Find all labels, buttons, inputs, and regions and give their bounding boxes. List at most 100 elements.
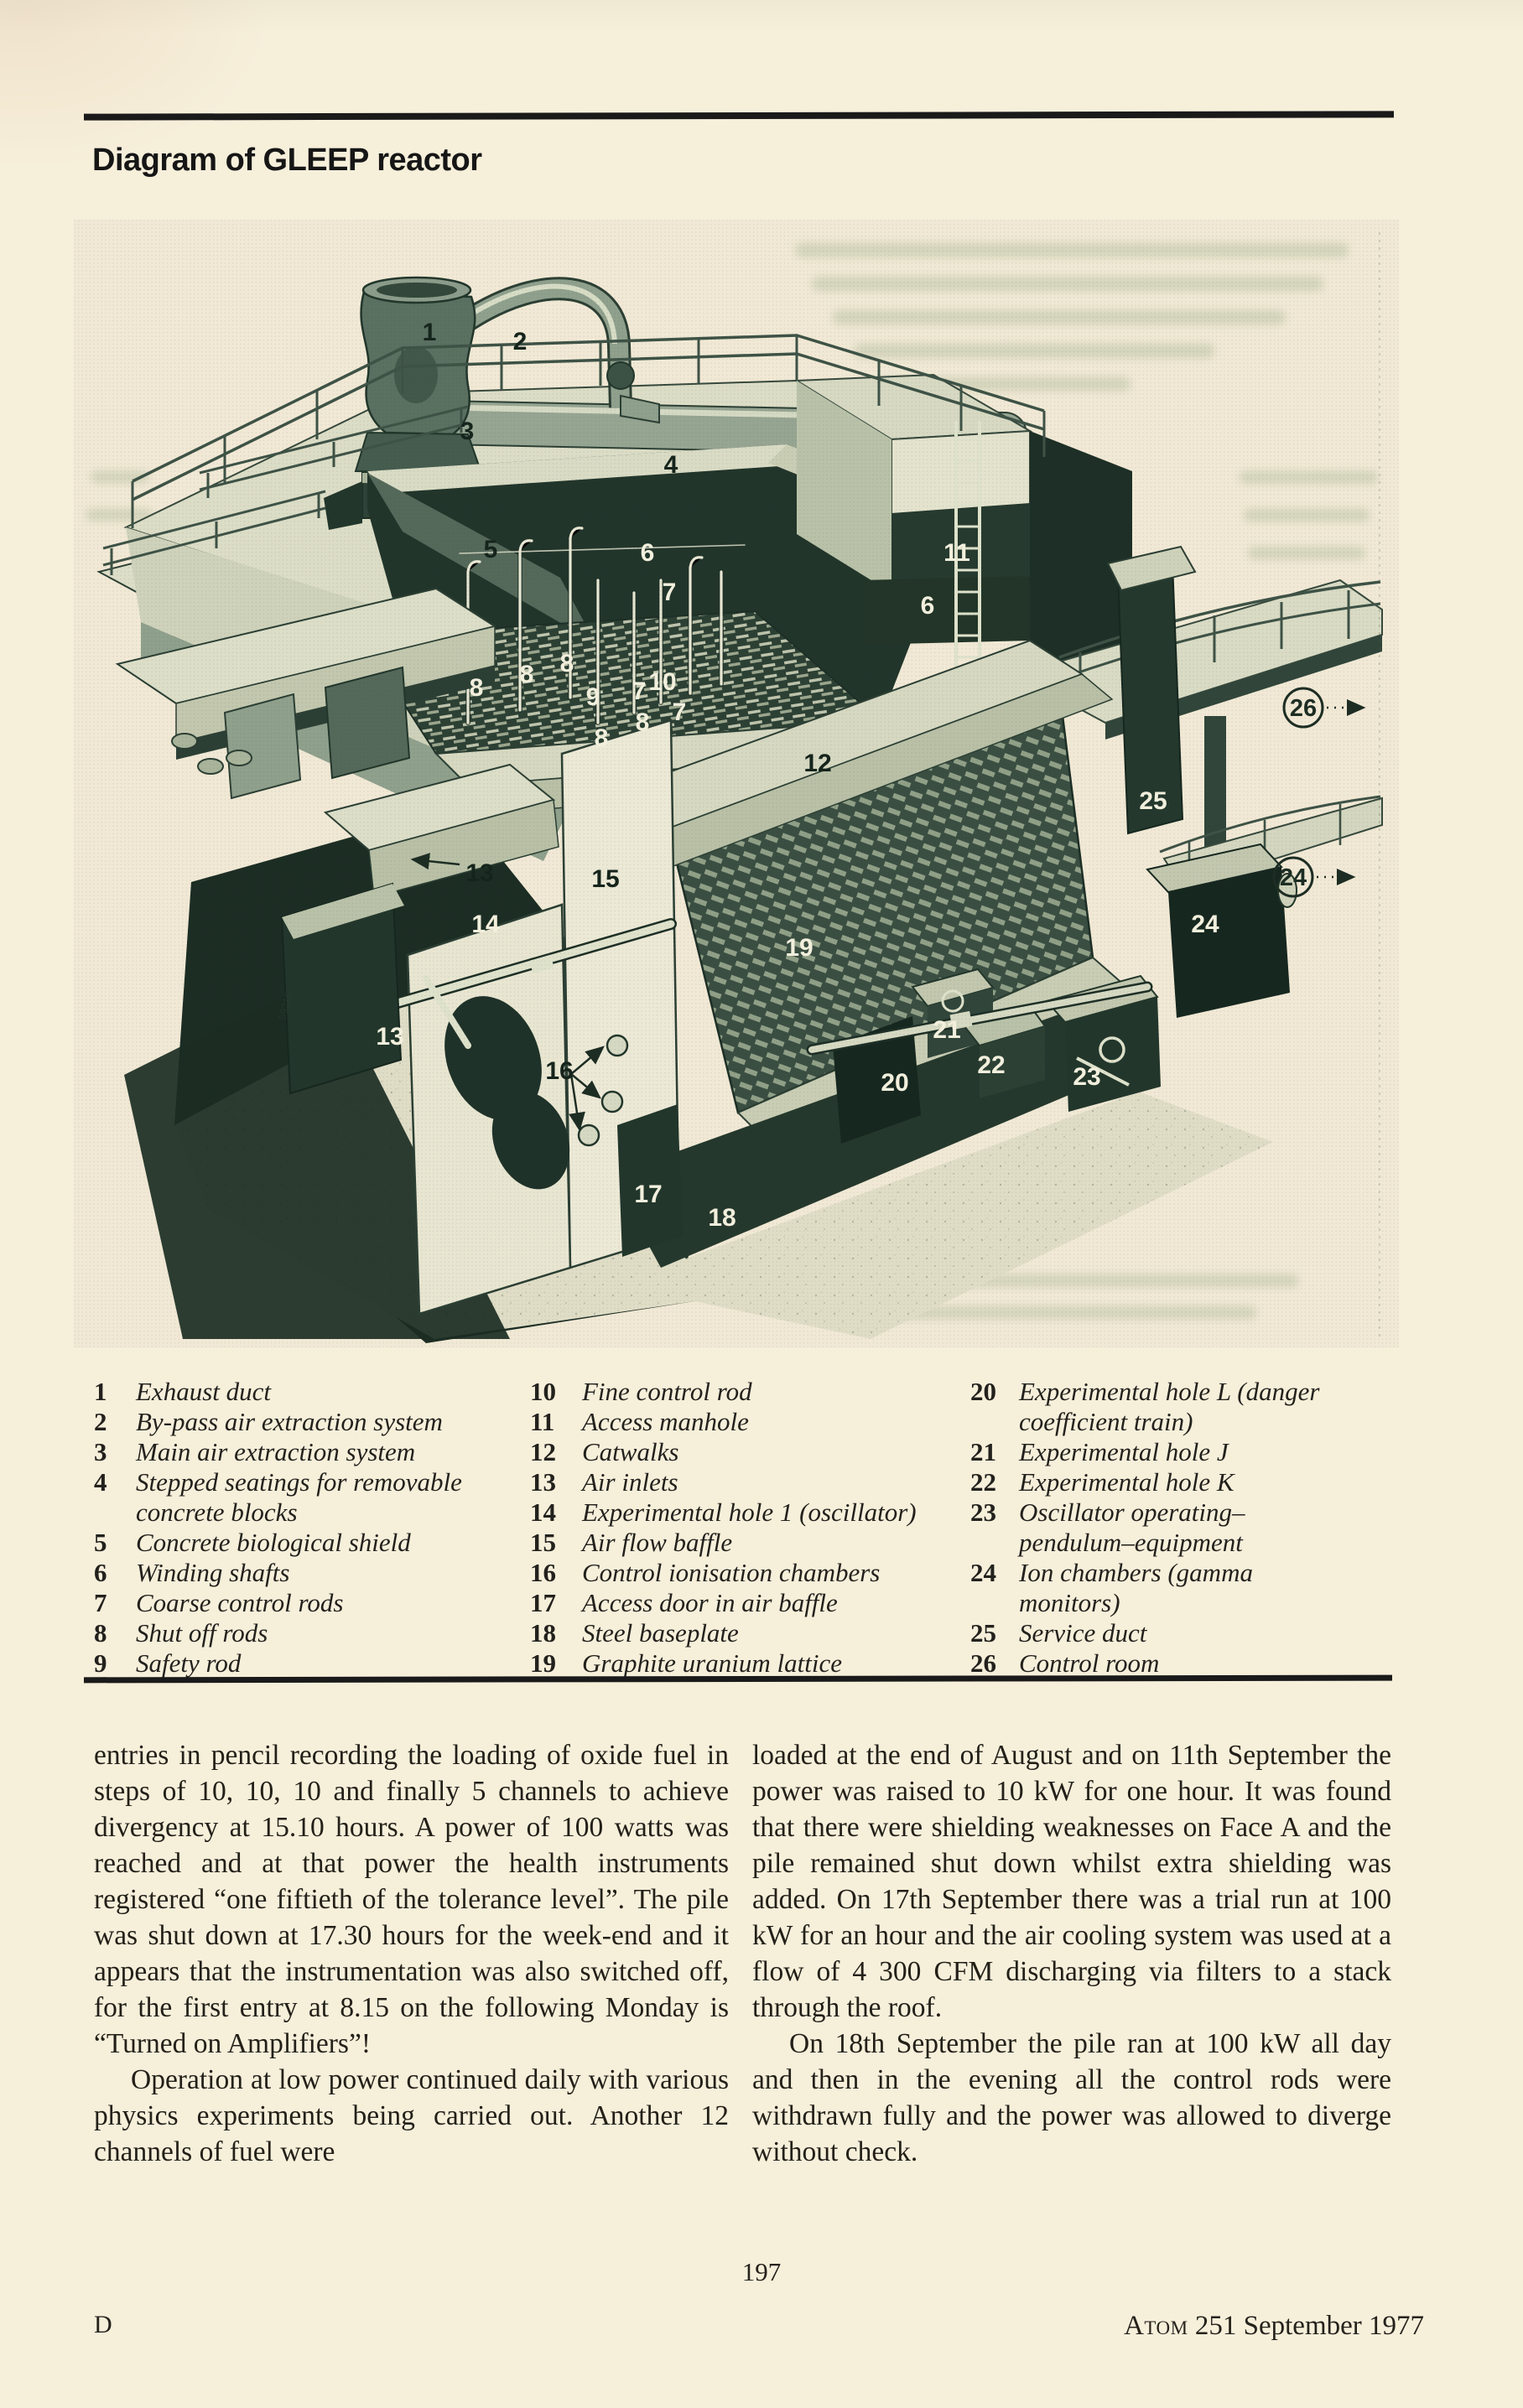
svg-text:24: 24	[1191, 911, 1219, 938]
legend-item-label: Experimental hole 1 (oscillator)	[582, 1497, 917, 1527]
legend-item-number: 15	[530, 1528, 556, 1557]
svg-text:18: 18	[708, 1204, 736, 1232]
callout-7: 7	[632, 677, 647, 705]
reactor-illustration: 59215 1234567888971088711612131415131617…	[74, 220, 1399, 1347]
callout-18: 18	[708, 1204, 736, 1232]
callout-16: 16	[545, 1046, 605, 1132]
legend-item-number: 11	[530, 1407, 555, 1436]
svg-text:26: 26	[1290, 695, 1317, 722]
legend-item-number: 20	[970, 1377, 996, 1406]
callout-10: 10	[648, 668, 676, 696]
legend-item-number: 26	[970, 1648, 996, 1678]
legend-item-number: 21	[970, 1437, 996, 1466]
callout-4: 4	[664, 451, 678, 479]
callout-8: 8	[560, 650, 574, 677]
svg-text:2: 2	[513, 328, 528, 355]
legend-item-7: 7 Coarse control rods	[94, 1588, 517, 1618]
paragraph-continuation: loaded at the end of August and on 11th …	[752, 1740, 1391, 2023]
legend-item-label: Exhaust duct	[136, 1377, 271, 1406]
svg-text:5: 5	[484, 536, 498, 563]
paragraph-continuation: entries in pencil recording the loading …	[94, 1740, 729, 2059]
legend-item-number: 8	[94, 1618, 107, 1648]
callout-23: 23	[1073, 1063, 1100, 1091]
legend-item-label: Fine control rod	[582, 1377, 752, 1406]
callout-2: 2	[513, 328, 528, 355]
legend-item-label: Stepped seatings for removable concrete …	[136, 1467, 462, 1527]
journal-issue: 251 September 1977	[1188, 2311, 1424, 2341]
svg-text:8: 8	[520, 661, 534, 688]
svg-text:24: 24	[1280, 864, 1307, 891]
callout-12: 12	[803, 750, 831, 777]
callout-9: 9	[586, 683, 600, 711]
callout-15: 15	[591, 865, 619, 893]
legend-item-number: 4	[94, 1467, 107, 1497]
legend-item-label: Experimental hole K	[1019, 1467, 1235, 1497]
legend-item-number: 10	[530, 1377, 556, 1406]
legend-item-number: 19	[530, 1648, 556, 1678]
legend-item-16: 16 Control ionisation chambers	[530, 1558, 987, 1588]
legend-item-label: Access door in air baffle	[582, 1588, 838, 1617]
svg-text:17: 17	[634, 1181, 662, 1208]
journal-footline: Atom 251 September 1977	[1124, 2311, 1424, 2342]
svg-text:1: 1	[423, 319, 437, 346]
callout-21: 21	[933, 1016, 960, 1044]
legend-item-10: 10 Fine control rod	[530, 1377, 987, 1407]
legend-item-number: 5	[94, 1528, 107, 1557]
svg-text:8: 8	[636, 708, 650, 736]
callout-3: 3	[460, 418, 475, 445]
legend-item-label: Air flow baffle	[582, 1528, 733, 1557]
svg-text:15: 15	[591, 865, 619, 893]
legend-item-14: 14 Experimental hole 1 (oscillator)	[530, 1497, 987, 1528]
legend-item-number: 18	[530, 1618, 556, 1648]
paragraph: On 18th September the pile ran at 100 kW…	[752, 2028, 1391, 2167]
legend-item-label: Air inlets	[582, 1467, 678, 1497]
callout-5: 5	[484, 536, 498, 563]
svg-text:21: 21	[933, 1016, 960, 1044]
legend-item-label: Oscillator operating– pendulum–equipment	[1019, 1497, 1245, 1557]
legend-item-number: 16	[530, 1558, 556, 1587]
printer-signature: D	[94, 2311, 112, 2338]
callout-13: 13	[376, 1023, 403, 1051]
callout-22: 22	[977, 1051, 1005, 1079]
page-number: 197	[741, 2257, 782, 2286]
callout-7: 7	[663, 579, 677, 606]
legend-item-number: 12	[530, 1437, 556, 1466]
legend-item-number: 6	[94, 1558, 107, 1587]
svg-text:16: 16	[545, 1057, 573, 1085]
svg-text:7: 7	[673, 698, 687, 726]
journal-name: Atom	[1124, 2311, 1188, 2341]
legend-item-label: Experimental hole J	[1019, 1437, 1229, 1466]
halftone-overlay	[74, 220, 1399, 1347]
legend-item-label: Safety rod	[136, 1648, 242, 1678]
paragraph: Operation at low power continued daily w…	[94, 2064, 729, 2167]
callout-1: 1	[423, 319, 437, 346]
legend-item-label: Ion chambers (gamma monitors)	[1019, 1558, 1253, 1617]
legend-item-number: 14	[530, 1497, 556, 1527]
legend-item-number: 7	[94, 1588, 107, 1617]
callout-11: 11	[943, 539, 970, 567]
legend-item-label: Control ionisation chambers	[582, 1558, 881, 1587]
svg-text:11: 11	[943, 539, 970, 567]
page-title: Diagram of GLEEP reactor	[92, 143, 482, 178]
svg-text:4: 4	[664, 451, 678, 479]
callout-14: 14	[471, 911, 500, 938]
legend-item-number: 3	[94, 1437, 107, 1466]
callout-20: 20	[881, 1069, 908, 1097]
svg-text:8: 8	[560, 650, 574, 677]
callout-24: 24	[1191, 911, 1219, 938]
callout-7: 7	[673, 698, 687, 726]
legend-item-label: Coarse control rods	[136, 1588, 344, 1617]
callout-6: 6	[921, 592, 935, 620]
